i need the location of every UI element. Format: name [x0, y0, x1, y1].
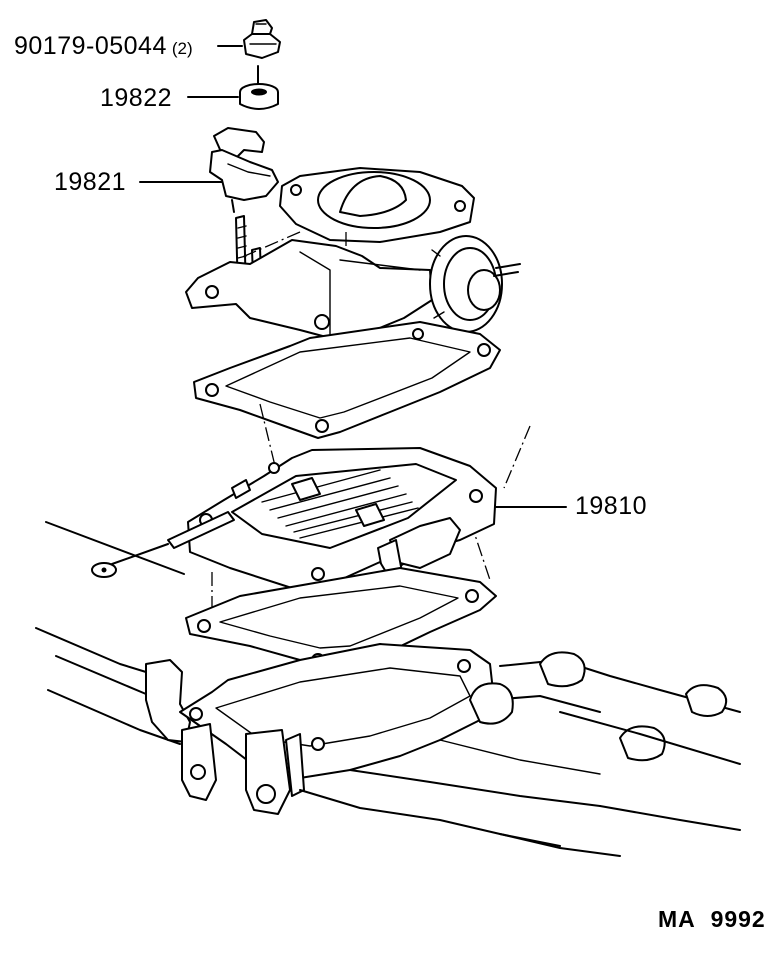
caption-code: MA: [658, 906, 696, 932]
figure-caption: MA 9992: [658, 908, 766, 931]
sensor-bracket: [209, 127, 279, 213]
intake-manifold: [35, 521, 741, 857]
cushion-ring: [239, 83, 279, 110]
bracket-part-number: 19821: [54, 168, 127, 196]
throttle-positioner-part-number: 19810: [575, 492, 648, 520]
throttle-body: [185, 167, 521, 339]
throttle-positioner-plate: [91, 447, 497, 618]
flange-bolt: [243, 19, 281, 87]
caption-number: 9992: [710, 906, 766, 932]
bolt-callout: 90179-05044(2): [14, 34, 193, 59]
bolt-part-number: 90179-05044: [14, 32, 167, 60]
upper-gasket: [193, 321, 501, 439]
leader-lines: [139, 45, 567, 508]
cushion-part-number: 19822: [100, 84, 173, 112]
lower-gasket: [185, 567, 497, 667]
bolt-quantity: (2): [171, 39, 193, 58]
